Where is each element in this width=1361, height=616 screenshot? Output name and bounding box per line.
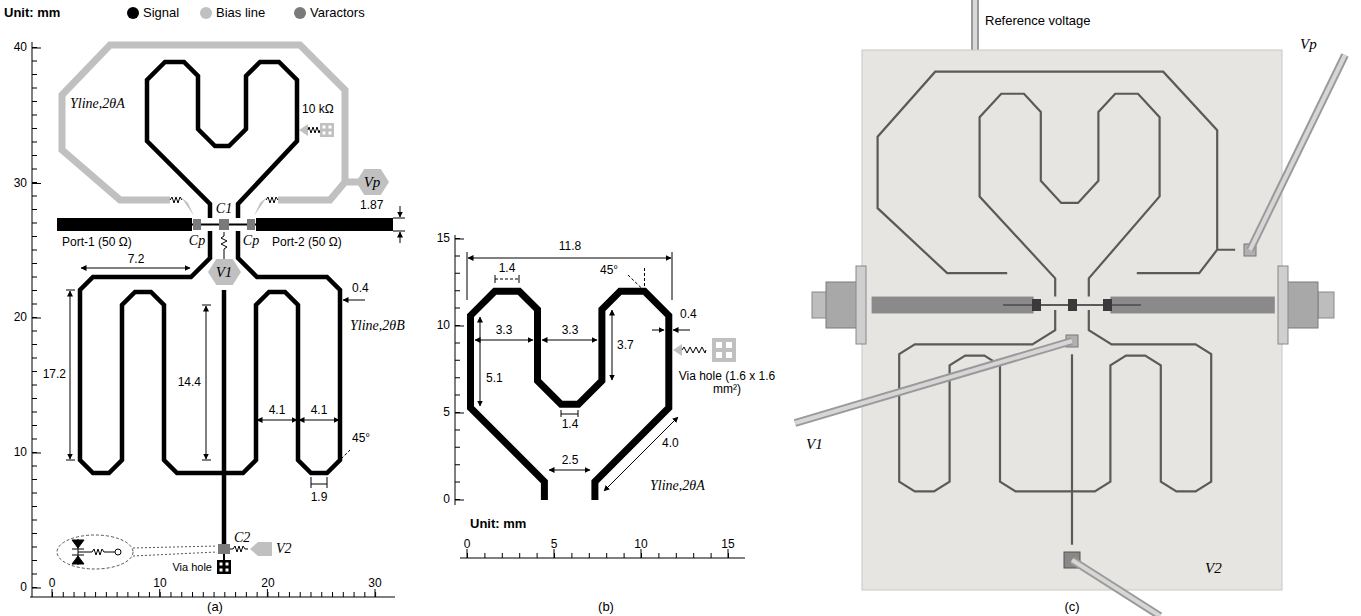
signal-lines <box>57 62 393 544</box>
dimension-label: Unit: mm <box>4 6 60 20</box>
v1-resistor <box>221 232 227 259</box>
dimension-label: 45° <box>352 432 370 445</box>
dimension-label: 10 <box>14 446 27 459</box>
dimension-label: Via hole <box>172 561 212 573</box>
dimension-label: 10 <box>634 538 647 551</box>
varactors <box>193 219 255 554</box>
dimension-label: 5.1 <box>486 372 503 385</box>
dimension-label: 45° <box>600 264 618 277</box>
dimensions-b <box>467 252 690 491</box>
dimension-label: Via hole (1.6 x 1.6 mm²) <box>675 370 779 396</box>
bias-hexagon: Vp <box>356 169 389 195</box>
dimension-label: Port-1 (50 Ω) <box>62 236 132 249</box>
dimension-label: 0 <box>49 577 56 590</box>
dimension-label: V2 <box>1205 560 1222 577</box>
dimension-label: C2 <box>234 530 250 545</box>
dimension-label: 3.3 <box>562 324 579 337</box>
dimension-label: 3.7 <box>617 339 634 352</box>
dimension-label: Unit: mm <box>470 517 526 531</box>
dimension-label: 1.87 <box>360 199 383 212</box>
dimension-label: 3.3 <box>496 324 513 337</box>
dimension-label: Yline,2θA <box>650 478 705 493</box>
legend-swatch <box>127 7 139 19</box>
dimension-label: 11.8 <box>559 240 581 253</box>
bias-line <box>62 45 360 216</box>
legend-text: Varactors <box>310 6 365 20</box>
dimension-label: C1 <box>216 201 232 216</box>
dimension-label: 1.4 <box>499 262 516 275</box>
dimension-label: Yline,2θA <box>70 96 125 111</box>
resonator-a-detail <box>471 291 737 500</box>
dimension-label: 1.9 <box>311 491 328 504</box>
dimension-label: 1.4 <box>562 418 579 431</box>
dimension-label: Reference voltage <box>985 14 1091 28</box>
dimension-label: 10 <box>153 577 166 590</box>
photo-prototype <box>795 0 1345 616</box>
dimension-label: (c) <box>1064 600 1079 614</box>
dimension-label: 0 <box>20 581 27 594</box>
dimension-label: 7.2 <box>128 253 145 266</box>
dimension-label: 14.4 <box>178 376 201 389</box>
dimension-label: Cp <box>189 233 205 248</box>
dimension-label: (b) <box>598 600 614 614</box>
dimension-label: 20 <box>14 311 27 324</box>
bias-hexagon: V1 <box>208 259 241 285</box>
dimension-label: 2.5 <box>562 454 579 467</box>
dimension-label: 0.4 <box>352 282 369 295</box>
dimension-label: 5 <box>443 406 450 419</box>
dimension-label: 40 <box>14 41 27 54</box>
dimension-label: 30 <box>14 177 27 190</box>
legend-swatch <box>294 7 306 19</box>
dimension-label: 17.2 <box>43 368 66 381</box>
dimension-label: 0.4 <box>680 308 697 321</box>
dimension-label: 4.0 <box>662 437 679 450</box>
dimension-label: 5 <box>551 538 558 551</box>
c2-bias-and-via <box>217 542 272 574</box>
dimension-label: V2 <box>276 541 292 556</box>
legend-swatch <box>200 7 212 19</box>
ruler-b <box>455 235 745 558</box>
dimension-label: 10 <box>437 319 450 332</box>
hexagon-text: Vp <box>364 174 381 191</box>
dimension-label: 30 <box>368 577 381 590</box>
dimension-label: 0 <box>443 493 450 506</box>
dimension-label: (a) <box>207 600 223 614</box>
legend-text: Bias line <box>216 6 265 20</box>
dimension-label: 4.1 <box>311 404 328 417</box>
dimension-label: Yline,2θB <box>350 318 405 333</box>
dimension-label: 0 <box>464 538 471 551</box>
dimension-label: 15 <box>721 538 734 551</box>
dimension-label: 15 <box>437 232 450 245</box>
dimension-label: 4.1 <box>269 404 286 417</box>
dimension-label: 10 kΩ <box>302 103 334 116</box>
dimension-label: Vp <box>1300 36 1317 53</box>
dimension-label: 20 <box>261 577 274 590</box>
hexagon-text: V1 <box>216 264 233 281</box>
ruler-a <box>30 42 395 597</box>
legend-text: Signal <box>143 6 179 20</box>
dimension-label: Cp <box>243 233 259 248</box>
dimension-label: V1 <box>806 436 823 453</box>
dimension-label: Port-2 (50 Ω) <box>272 236 342 249</box>
